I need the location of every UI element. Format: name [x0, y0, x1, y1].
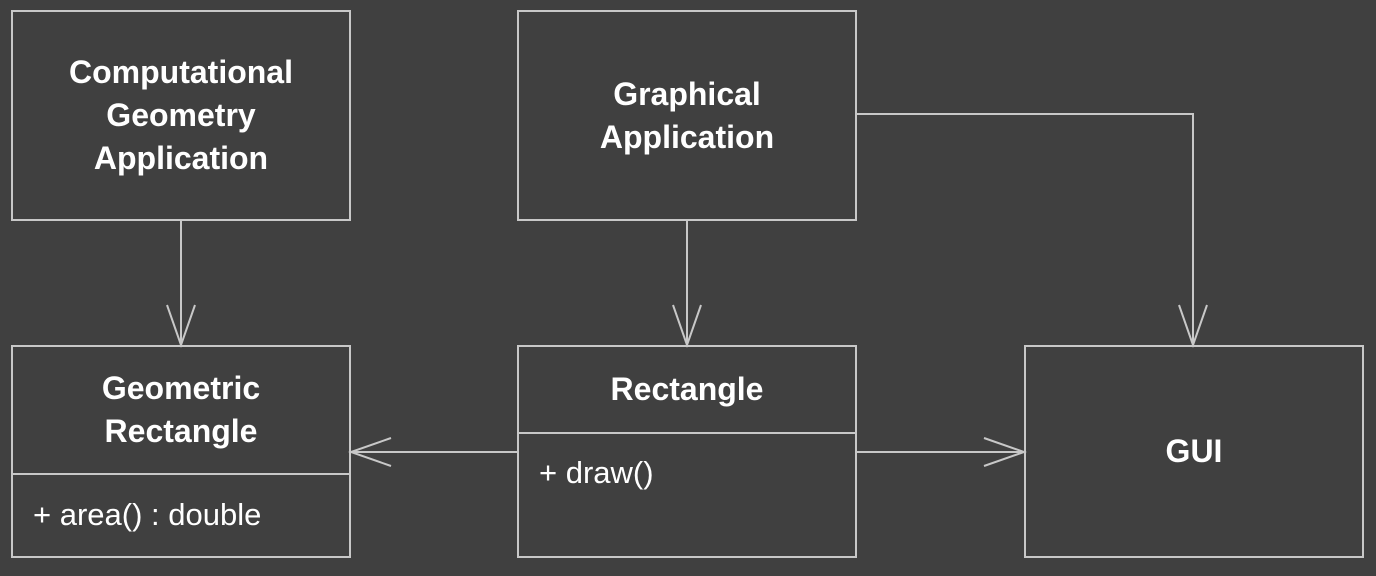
class-name: Computational Geometry Application — [69, 54, 293, 176]
class-name: GUI — [1165, 433, 1223, 469]
compartment-divider — [13, 473, 349, 475]
class-computational-geometry-application: Computational Geometry Application — [11, 10, 351, 221]
class-name: Rectangle — [610, 371, 764, 407]
class-member: + area() : double — [33, 497, 262, 532]
arrow-cga-to-geometric-rectangle — [166, 221, 196, 349]
class-rectangle: Rectangle + draw() — [517, 345, 857, 558]
arrow-rectangle-to-gui — [857, 437, 1028, 467]
arrow-graphical-app-to-gui — [857, 113, 1208, 349]
class-name: Graphical Application — [599, 75, 775, 155]
class-geometric-rectangle: Geometric Rectangle + area() : double — [11, 345, 351, 558]
arrow-rectangle-to-geometric-rectangle — [347, 437, 517, 467]
class-member: + draw() — [539, 455, 654, 490]
compartment-divider — [519, 432, 855, 434]
arrow-graphical-app-to-rectangle — [672, 221, 702, 349]
class-gui: GUI — [1024, 345, 1364, 558]
class-name: Geometric Rectangle — [101, 370, 261, 449]
class-graphical-application: Graphical Application — [517, 10, 857, 221]
